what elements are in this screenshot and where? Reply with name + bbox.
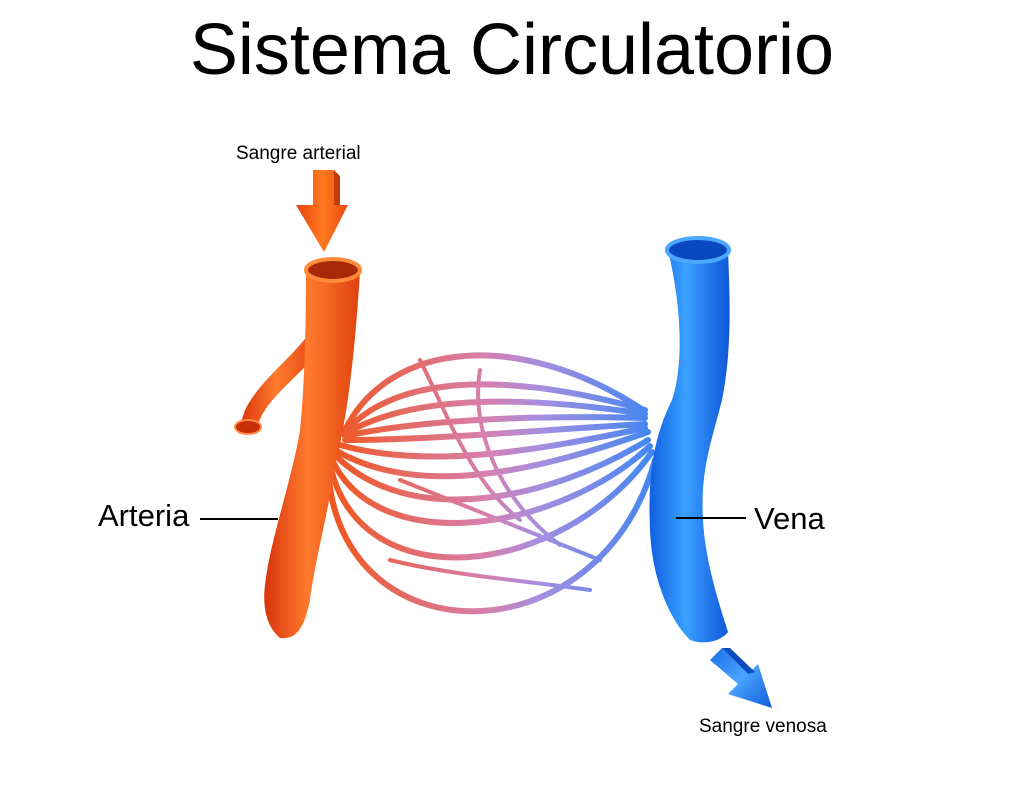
capillary [342,398,648,437]
diagram-title: Sistema Circulatorio [189,10,835,90]
capillary [418,358,522,522]
capillary-network [325,352,658,615]
capillary [398,478,602,562]
venous-flow-arrow-icon [710,648,772,708]
capillary [342,381,648,435]
capillary [327,449,655,561]
vein-label: Vena [754,501,825,536]
artery-branch [240,330,320,428]
venous-blood-label: Sangre venosa [699,716,827,737]
vein-opening [665,236,731,264]
vein-vessel [649,236,731,643]
capillary [476,368,562,547]
capillary [342,352,643,433]
vein-trunk [649,250,730,643]
capillary [388,558,592,592]
arterial-flow-arrow-icon [296,170,348,252]
artery-trunk [264,270,360,639]
artery-label: Arteria [98,498,190,533]
artery-branch-opening [234,419,262,435]
capillary [332,429,651,480]
arterial-blood-label: Sangre arterial [236,143,361,164]
capillary [337,425,648,460]
capillary [325,457,658,615]
capillary [332,437,651,503]
artery-vessel [234,257,362,639]
capillary [342,421,648,443]
capillary [329,443,653,526]
artery-opening [304,257,362,283]
